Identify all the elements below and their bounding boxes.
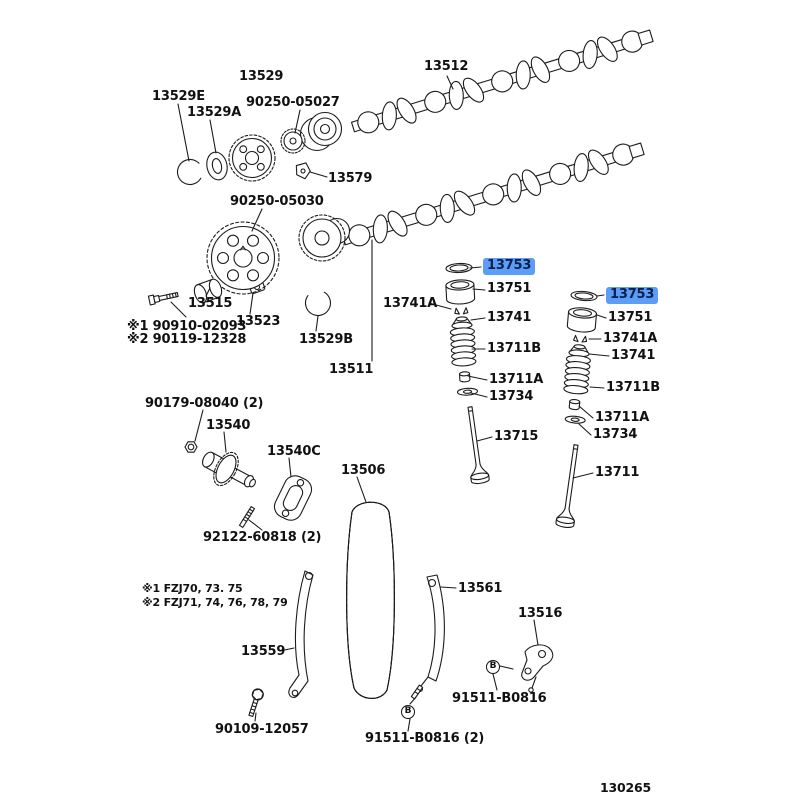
cam-pulley <box>299 111 343 152</box>
stud-92122 <box>238 506 256 528</box>
label-13741A-2[interactable]: 13741A <box>603 331 658 346</box>
label-13529[interactable]: 13529 <box>239 69 284 84</box>
label-13741-1[interactable]: 13741 <box>487 310 532 325</box>
label-13753-2[interactable]: 13753 <box>606 287 659 304</box>
label-13711B-2[interactable]: 13711B <box>606 380 660 395</box>
label-13529A[interactable]: 13529A <box>187 105 242 120</box>
joint-13579 <box>295 162 311 180</box>
label-13506[interactable]: 13506 <box>341 463 386 478</box>
valve-13711 <box>555 444 579 528</box>
bearing-13515 <box>193 278 223 304</box>
label-13751-2[interactable]: 13751 <box>608 310 653 325</box>
timing-gear-90250-05030 <box>206 221 280 295</box>
label-13741-2[interactable]: 13741 <box>611 348 656 363</box>
label-90910-02093[interactable]: ※1 90910-02093 <box>127 319 247 334</box>
drawing-number: 130265 <box>600 780 651 795</box>
label-13753-1[interactable]: 13753 <box>483 258 536 275</box>
timing-chain-13506 <box>346 501 395 699</box>
label-91511-B0816-a[interactable]: 91511-B0816 <box>452 691 547 706</box>
label-13751-1[interactable]: 13751 <box>487 281 532 296</box>
snap-ring-13529E <box>176 158 204 186</box>
label-13711[interactable]: 13711 <box>595 465 640 480</box>
label-13516[interactable]: 13516 <box>518 606 563 621</box>
label-90119-12328[interactable]: ※2 90119-12328 <box>127 332 247 347</box>
label-90109-12057[interactable]: 90109-12057 <box>215 722 309 737</box>
label-13523[interactable]: 13523 <box>236 314 281 329</box>
label-13715[interactable]: 13715 <box>494 429 539 444</box>
label-13512[interactable]: 13512 <box>424 59 469 74</box>
label-90179-08040[interactable]: 90179-08040 (2) <box>145 396 264 411</box>
label-13561[interactable]: 13561 <box>458 581 503 596</box>
label-13540C[interactable]: 13540C <box>267 444 321 459</box>
label-13540[interactable]: 13540 <box>206 418 251 433</box>
bolt-90910 <box>147 291 179 306</box>
bracket-13516 <box>521 644 554 693</box>
gear-13529 <box>228 134 276 182</box>
label-92122-60818[interactable]: 92122-60818 (2) <box>203 530 322 545</box>
label-13734-2[interactable]: 13734 <box>593 427 638 442</box>
label-90250-05030[interactable]: 90250-05030 <box>230 194 324 209</box>
leader-lines <box>170 75 610 732</box>
chain-guide-13559 <box>288 570 314 698</box>
chain-damper-13561 <box>416 574 445 693</box>
gear-90250-05027 <box>280 128 306 154</box>
label-13711B-1[interactable]: 13711B <box>487 341 541 356</box>
note-applicability-2: ※2 FZJ71, 74, 76, 78, 79 <box>142 596 288 609</box>
washer-13529A <box>206 151 228 181</box>
label-13515[interactable]: 13515 <box>188 296 233 311</box>
label-13741A-left[interactable]: 13741A <box>383 296 438 311</box>
shaft-13540 <box>201 451 256 488</box>
label-13711A-2[interactable]: 13711A <box>595 410 650 425</box>
label-13511[interactable]: 13511 <box>329 362 374 377</box>
label-13711A-1[interactable]: 13711A <box>489 372 544 387</box>
nut-90179 <box>184 441 198 453</box>
label-13529B[interactable]: 13529B <box>299 332 353 347</box>
label-90250-05027[interactable]: 90250-05027 <box>246 95 340 110</box>
stud-91511-b <box>410 684 424 700</box>
camshaft-13511 <box>298 133 648 262</box>
label-91511-B0816-b[interactable]: 91511-B0816 (2) <box>365 731 485 746</box>
label-13579[interactable]: 13579 <box>328 171 373 186</box>
note-applicability-1: ※1 FZJ70, 73. 75 <box>142 582 243 595</box>
snap-ring-13529B <box>304 289 332 317</box>
gasket-13540C <box>273 475 313 521</box>
valve-13715 <box>467 406 490 485</box>
label-13559[interactable]: 13559 <box>241 644 286 659</box>
bolt-90109 <box>248 688 264 718</box>
label-13529E[interactable]: 13529E <box>152 89 205 104</box>
label-13734-1[interactable]: 13734 <box>489 389 534 404</box>
bolt-symbol-b: B <box>401 705 415 719</box>
bolt-symbol-a: B <box>486 660 500 674</box>
